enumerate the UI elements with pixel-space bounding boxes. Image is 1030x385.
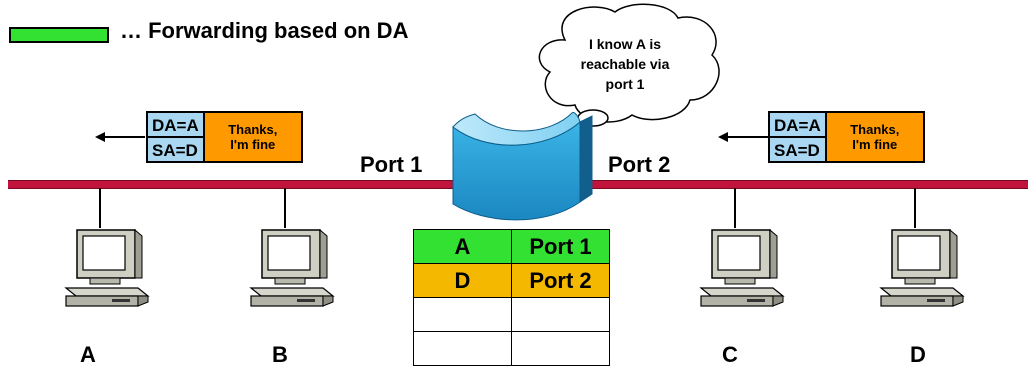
left-frame-payload: Thanks, I'm fine (203, 112, 302, 162)
host-a-label: A (80, 342, 96, 367)
host-a-computer-icon (64, 228, 150, 307)
fdb-row-4-host (413, 331, 512, 366)
cloud-shape (538, 3, 720, 123)
right-frame: DA=A SA=D Thanks, I'm fine (768, 111, 925, 163)
table-row: D Port 2 (413, 263, 610, 298)
fdb-row-1-port: Port 1 (511, 229, 610, 264)
forwarding-table: A Port 1 D Port 2 (413, 229, 610, 366)
table-row (413, 331, 610, 366)
switch-icon (452, 112, 593, 221)
host-b-label: B (272, 342, 288, 367)
fdb-row-4-port (511, 331, 610, 366)
left-frame-payload-line-2: I'm fine (230, 137, 276, 152)
right-frame-payload-line-1: Thanks, (850, 122, 900, 137)
fdb-row-2-port: Port 2 (511, 263, 610, 298)
host-d-label: D (910, 342, 926, 367)
host-d-cable (914, 188, 916, 228)
host-c-label: C (722, 342, 738, 367)
left-frame-sa: SA=D (147, 137, 204, 162)
host-d-computer-icon (879, 228, 965, 307)
right-frame-payload: Thanks, I'm fine (825, 112, 924, 162)
legend-text: … Forwarding based on DA (120, 18, 409, 43)
fdb-row-3-port (511, 297, 610, 332)
fdb-row-1-host: A (413, 229, 512, 264)
left-frame: DA=A SA=D Thanks, I'm fine (146, 111, 303, 163)
right-frame-da: DA=A (769, 112, 826, 137)
thought-line-2: reachable via (580, 56, 670, 72)
left-frame-payload-line-1: Thanks, (228, 122, 278, 137)
left-frame-arrow-icon (95, 132, 145, 142)
table-row (413, 297, 610, 332)
port-1-label: Port 1 (360, 152, 423, 177)
table-row: A Port 1 (413, 229, 610, 264)
port-2-label: Port 2 (608, 152, 671, 177)
host-c-computer-icon (699, 228, 785, 307)
host-c-cable (734, 188, 736, 228)
host-a-cable (99, 188, 101, 228)
thought-text: I know A is reachable via port 1 (560, 34, 690, 94)
right-frame-payload-line-2: I'm fine (852, 137, 898, 152)
fdb-row-3-host (413, 297, 512, 332)
host-b-computer-icon (249, 228, 335, 307)
thought-line-1: I know A is (588, 36, 662, 52)
legend-swatch (9, 27, 109, 43)
right-frame-sa: SA=D (769, 137, 826, 162)
left-frame-da: DA=A (147, 112, 204, 137)
thought-line-3: port 1 (605, 76, 645, 92)
host-b-cable (284, 188, 286, 228)
right-frame-arrow-icon (718, 132, 768, 142)
fdb-row-2-host: D (413, 263, 512, 298)
